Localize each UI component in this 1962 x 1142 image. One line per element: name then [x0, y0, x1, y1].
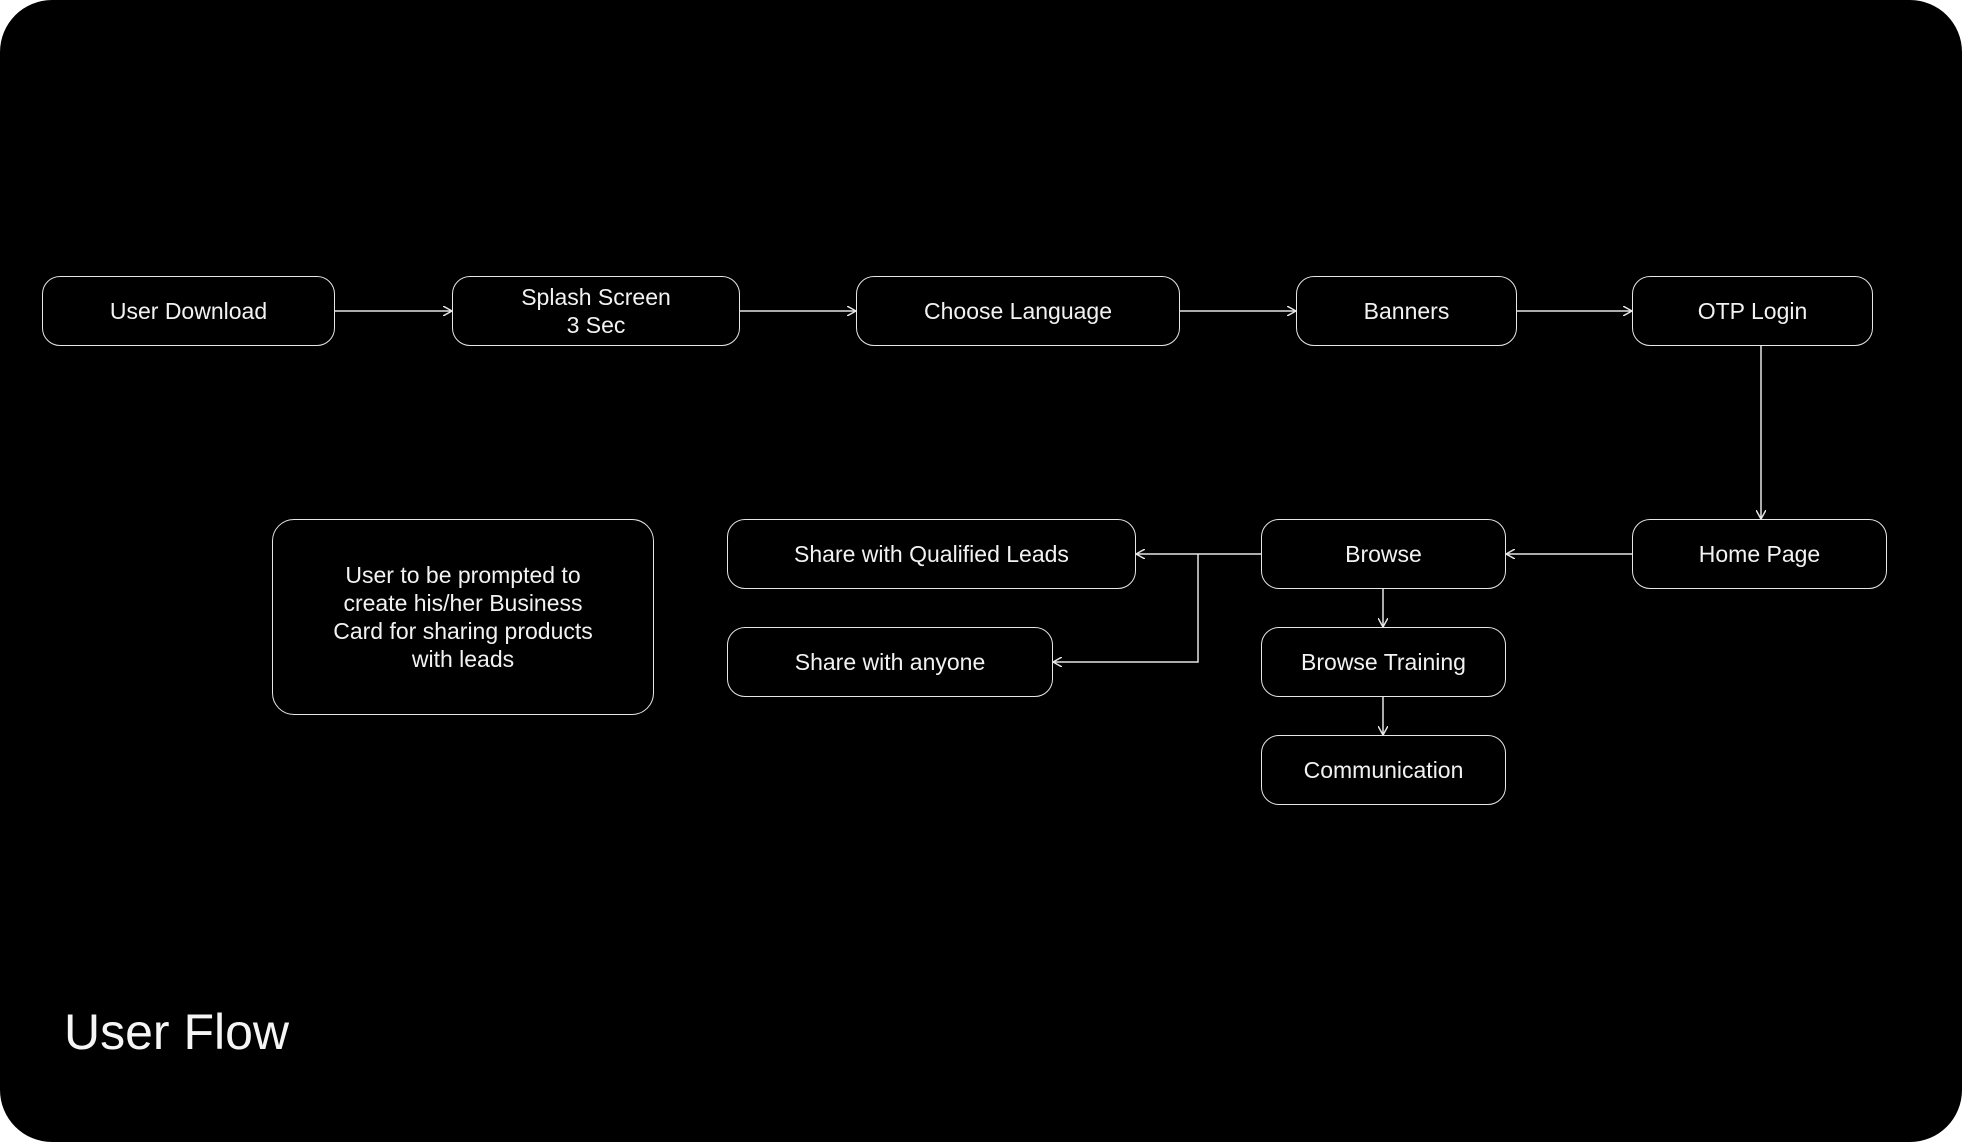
page-title: User Flow	[64, 1004, 290, 1060]
node-choose-language: Choose Language	[856, 276, 1180, 346]
node-user-download: User Download	[42, 276, 335, 346]
node-otp-login: OTP Login	[1632, 276, 1873, 346]
node-business-card-note: User to be prompted to create his/her Bu…	[272, 519, 654, 715]
node-home-page: Home Page	[1632, 519, 1887, 589]
node-communication: Communication	[1261, 735, 1506, 805]
node-banners: Banners	[1296, 276, 1517, 346]
node-share-anyone: Share with anyone	[727, 627, 1053, 697]
node-share-qualified-leads: Share with Qualified Leads	[727, 519, 1136, 589]
node-splash-screen: Splash Screen 3 Sec	[452, 276, 740, 346]
node-browse-training: Browse Training	[1261, 627, 1506, 697]
node-browse: Browse	[1261, 519, 1506, 589]
